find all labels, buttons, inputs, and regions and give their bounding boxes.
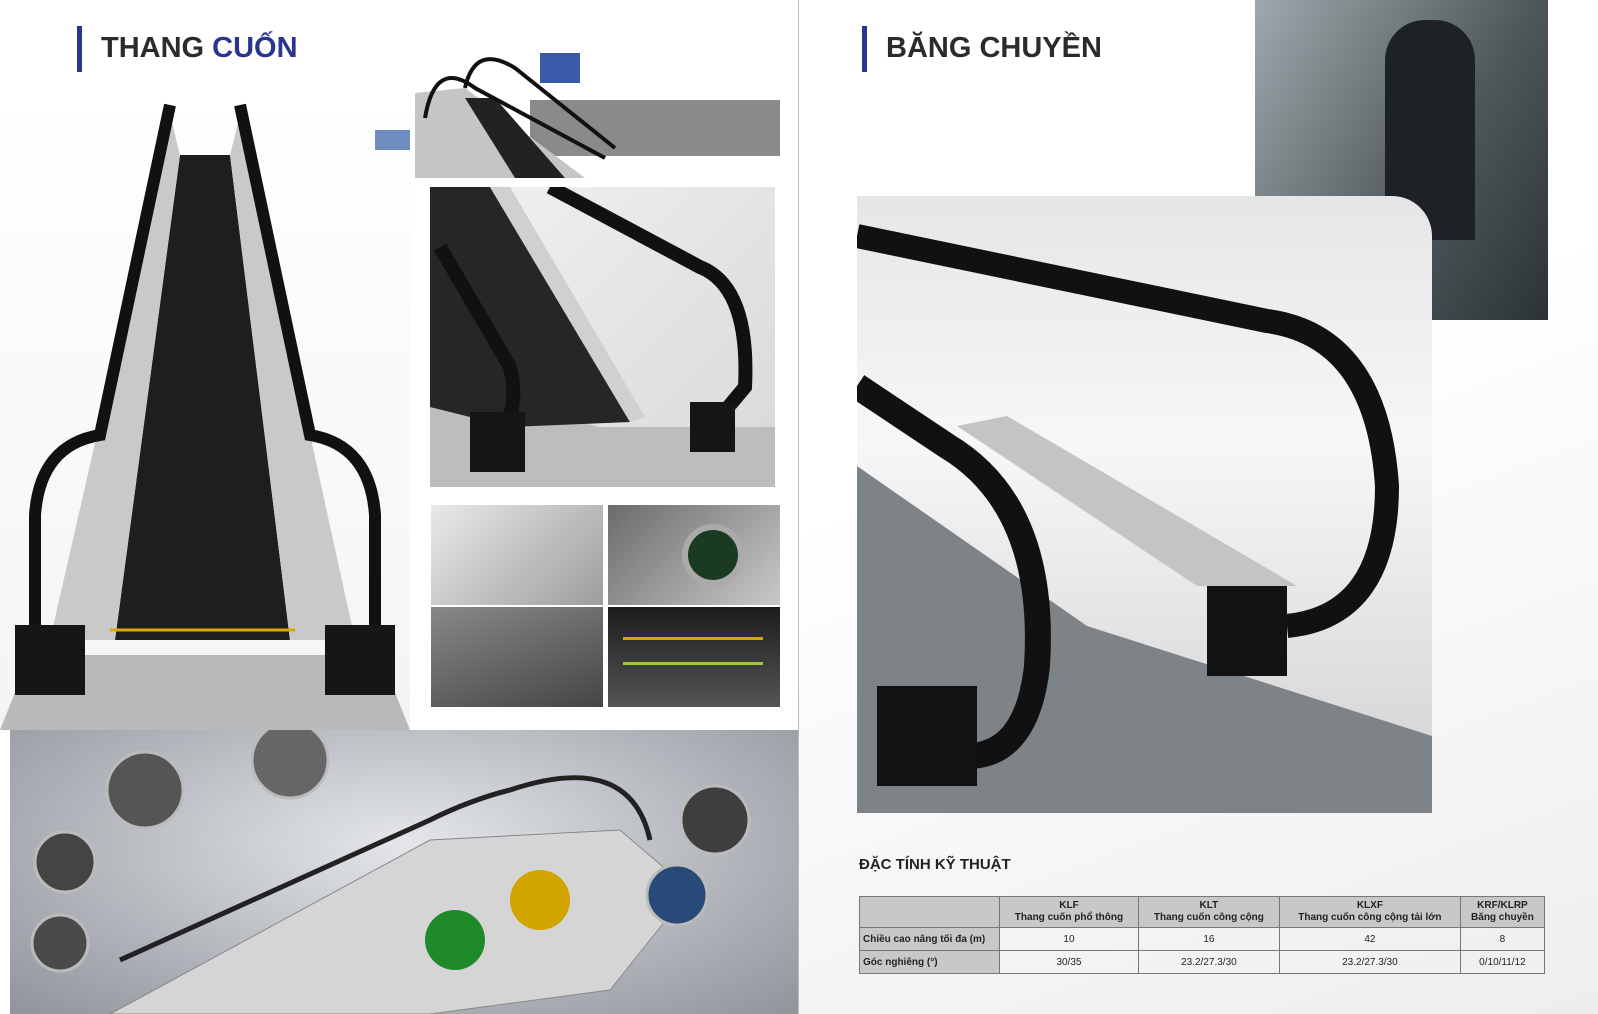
- row-label: Góc nghiêng (°): [859, 950, 1000, 974]
- table-row: Góc nghiêng (°) 30/35 23.2/27.3/30 23.2/…: [859, 950, 1546, 974]
- table-cell: 30/35: [999, 950, 1139, 974]
- table-row: Chiều cao nâng tối đa (m) 10 16 42 8: [859, 927, 1546, 951]
- table-cell: 23.2/27.3/30: [1137, 950, 1280, 974]
- title-accent-word: CUỐN: [212, 32, 298, 64]
- title-word: THANG: [101, 32, 205, 64]
- escalator-side-photo: [430, 187, 775, 487]
- table-cell: 0/10/11/12: [1459, 950, 1546, 974]
- table-cell: 23.2/27.3/30: [1278, 950, 1461, 974]
- page-divider: [798, 0, 799, 1014]
- detail-photo-comb-plate: [608, 607, 780, 707]
- moving-walk-photo: [857, 196, 1432, 813]
- table-cell: 42: [1278, 927, 1461, 951]
- detail-photo-handrail: [431, 505, 603, 605]
- spec-heading: ĐẶC TÍNH KỸ THUẬT: [859, 856, 1011, 873]
- title-accent-bar: [862, 26, 867, 72]
- table-cell: 10: [999, 927, 1139, 951]
- table-corner-cell: [859, 896, 1000, 928]
- detail-photo-arrow-indicator: [608, 505, 780, 605]
- table-cell: 8: [1459, 927, 1546, 951]
- detail-photo-steps: [431, 607, 603, 707]
- escalator-main-photo: [0, 95, 410, 730]
- table-cell: 16: [1137, 927, 1280, 951]
- green-arrow-icon: [688, 530, 738, 580]
- escalator-cutaway-diagram: [10, 730, 800, 1014]
- row-label: Chiều cao nâng tối đa (m): [859, 927, 1000, 951]
- escalator-top-thumbnail: [375, 48, 780, 178]
- title-accent-bar: [77, 26, 82, 72]
- page-title-escalator: THANG CUỐN: [101, 32, 298, 65]
- page-title-moving-walk: BĂNG CHUYỀN: [886, 32, 1102, 64]
